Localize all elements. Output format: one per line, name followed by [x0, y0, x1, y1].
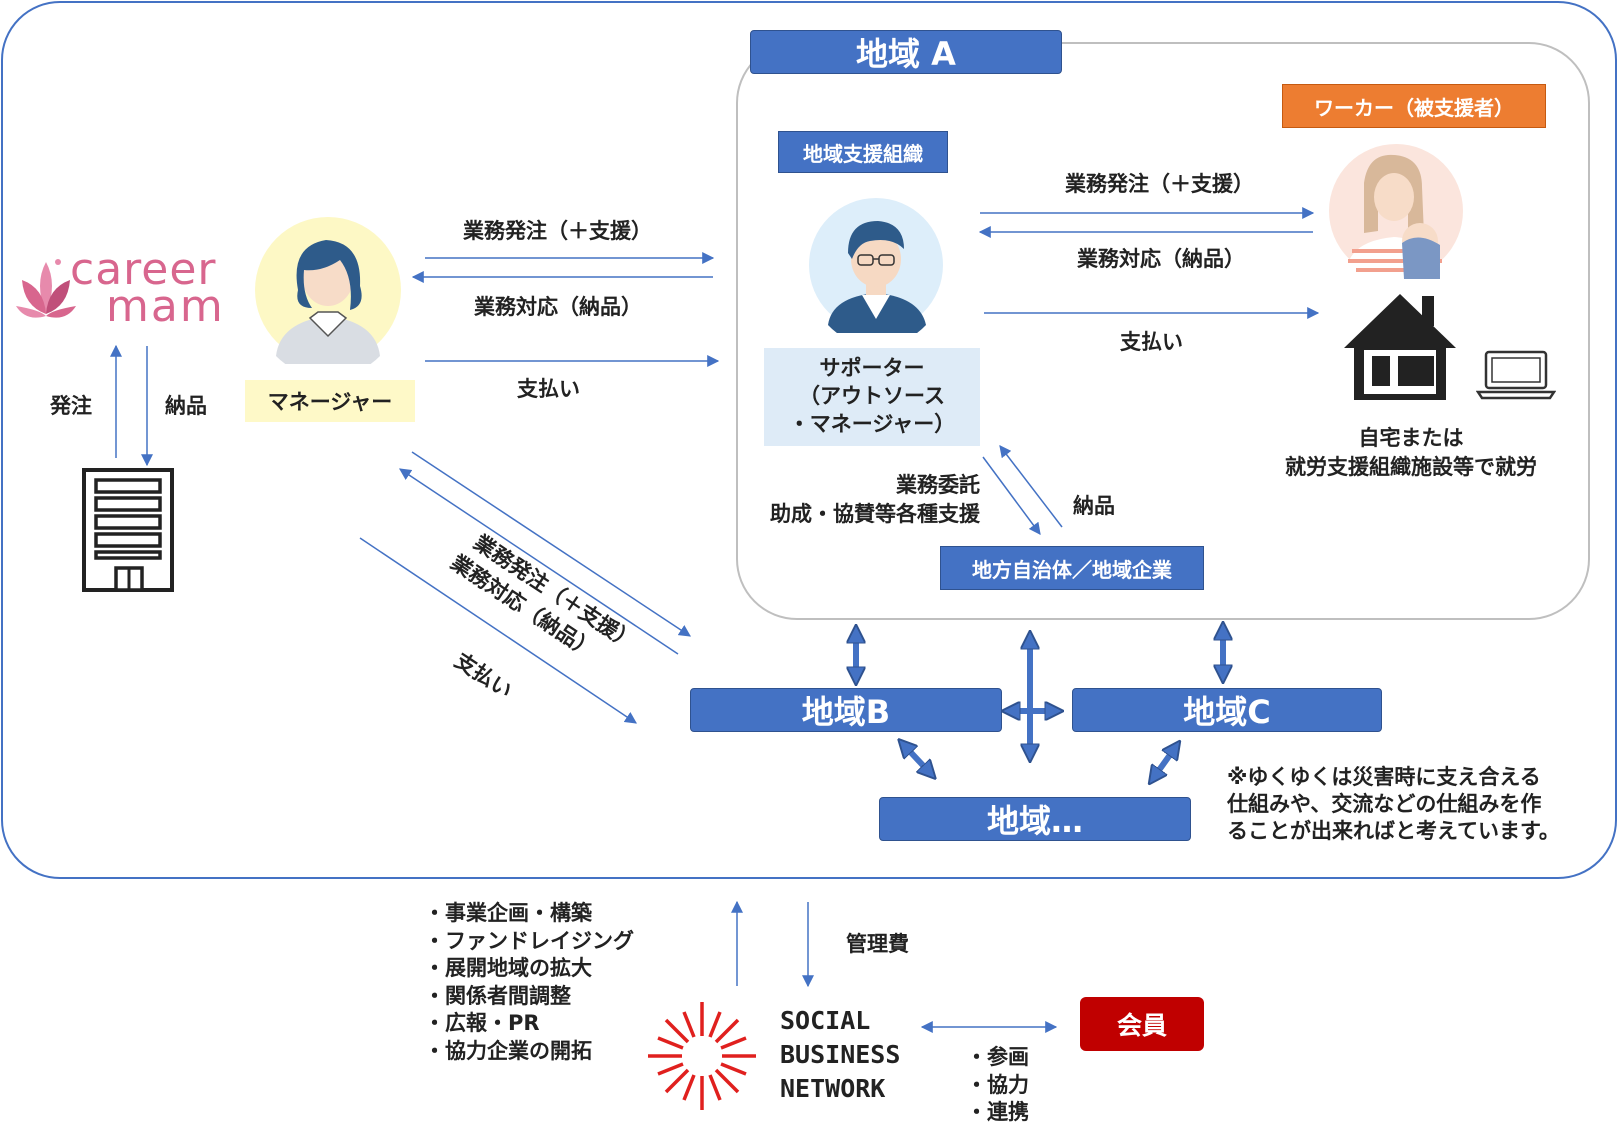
home-work-text: 自宅または 就労支援組織施設等で就労 — [1256, 424, 1566, 482]
member-box: 会員 — [1080, 997, 1204, 1051]
manager-avatar-icon — [255, 217, 401, 364]
laptop-icon — [1476, 350, 1556, 400]
service-item: 事業企画・構築 — [424, 900, 634, 928]
office-building-icon — [82, 468, 174, 592]
service-item: 協力企業の開拓 — [424, 1038, 634, 1066]
commission-text: 業務委託 助成・協賛等各種支援 — [740, 471, 980, 529]
supporter-line1: サポーター — [819, 356, 925, 380]
sbn-logo-text: SOCIAL BUSINESS NETWORK — [780, 1004, 900, 1106]
manager-order-label: 業務発注（＋支援） — [463, 219, 652, 243]
commission-line2: 助成・協賛等各種支援 — [770, 502, 980, 526]
career-mam-logo-line1: career — [70, 244, 217, 295]
worker-label: ワーカー（被支援者） — [1282, 84, 1546, 128]
manager-payment-label: 支払い — [517, 377, 580, 401]
supporter-line2: （アウトソース — [799, 384, 945, 408]
future-note-line2: 仕組みや、交流などの仕組みを作 — [1227, 792, 1542, 816]
gov-delivery-label: 納品 — [1073, 494, 1115, 518]
member-role-item: 協力 — [966, 1072, 1029, 1100]
support-org-label: 地域支援組織 — [778, 131, 948, 173]
member-roles-list: 参画 協力 連携 — [966, 1044, 1029, 1127]
region-a-frame — [736, 42, 1590, 620]
commission-line1: 業務委託 — [896, 473, 980, 497]
supporter-line3: ・マネージャー） — [788, 412, 956, 436]
region-a-payment-label: 支払い — [1120, 330, 1183, 354]
house-icon — [1344, 294, 1456, 400]
delivery-short-label: 納品 — [165, 394, 207, 418]
region-a-order-label: 業務発注（＋支援） — [1065, 172, 1254, 196]
supporter-box: サポーター （アウトソース ・マネージャー） — [764, 348, 980, 446]
worker-avatar-icon — [1329, 144, 1463, 279]
region-c-box: 地域C — [1072, 688, 1382, 732]
future-note-line3: ることが出来ればと考えています。 — [1227, 819, 1560, 843]
future-note-line1: ※ゆくゆくは災害時に支え合える — [1227, 765, 1541, 789]
region-a-delivery-label: 業務対応（納品） — [1077, 247, 1245, 271]
sbn-line3: NETWORK — [780, 1074, 886, 1103]
manager-delivery-label: 業務対応（納品） — [474, 295, 642, 319]
order-short-label: 発注 — [50, 394, 92, 418]
sbn-sunburst-icon — [648, 1002, 756, 1110]
service-item: 展開地域の拡大 — [424, 955, 634, 983]
future-note: ※ゆくゆくは災害時に支え合える 仕組みや、交流などの仕組みを作 ることが出来れば… — [1227, 764, 1560, 845]
service-item: 広報・PR — [424, 1010, 634, 1038]
management-fee-label: 管理費 — [846, 932, 909, 956]
service-item: 関係者間調整 — [424, 983, 634, 1011]
member-role-item: 参画 — [966, 1044, 1029, 1072]
outer-frame — [1, 1, 1617, 879]
home-work-line2: 就労支援組織施設等で就労 — [1285, 455, 1537, 479]
local-gov-box: 地方自治体／地域企業 — [940, 546, 1204, 590]
region-etc-box: 地域… — [879, 797, 1191, 841]
career-mam-logo-line2: mam — [106, 281, 225, 332]
region-b-box: 地域B — [690, 688, 1002, 732]
service-item: ファンドレイジング — [424, 928, 634, 956]
member-role-item: 連携 — [966, 1099, 1029, 1127]
career-mam-lotus-icon — [16, 259, 76, 318]
supporter-avatar-icon — [809, 198, 943, 333]
services-list: 事業企画・構築 ファンドレイジング 展開地域の拡大 関係者間調整 広報・PR 協… — [424, 900, 634, 1065]
sbn-line1: SOCIAL — [780, 1006, 871, 1035]
sbn-line2: BUSINESS — [780, 1040, 901, 1069]
home-work-line1: 自宅または — [1358, 426, 1464, 450]
region-a-title: 地域 A — [750, 30, 1062, 74]
manager-label: マネージャー — [245, 380, 415, 422]
